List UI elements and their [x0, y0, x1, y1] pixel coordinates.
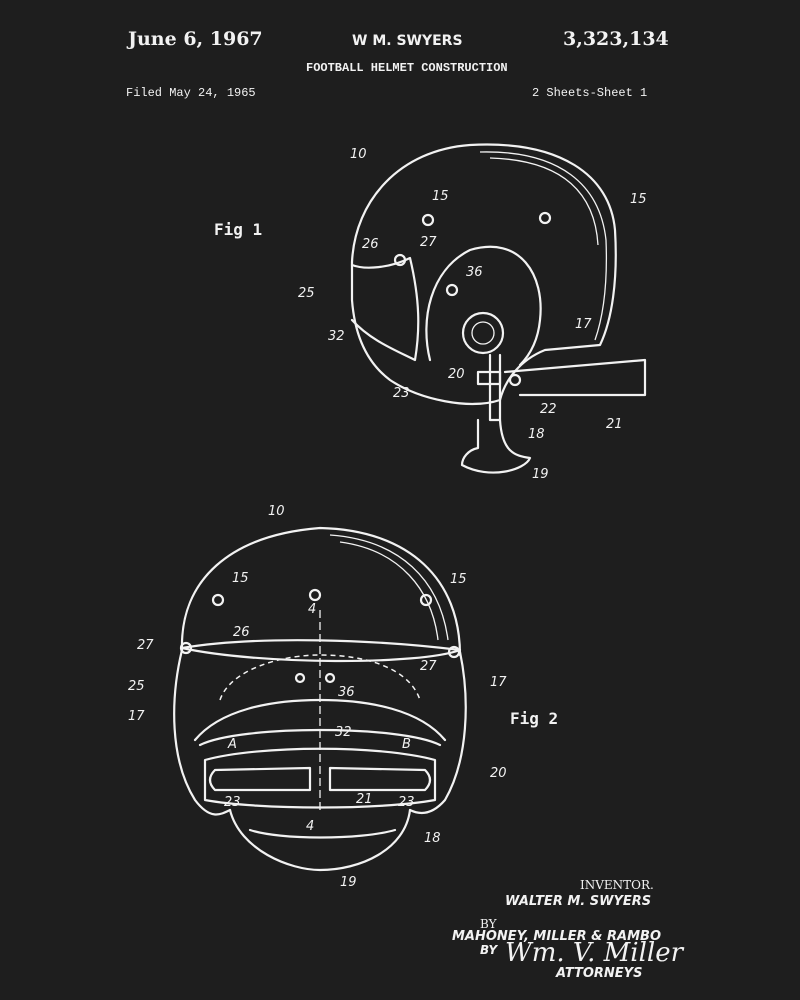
patent-number: 3,323,134: [563, 28, 669, 50]
reference-numeral: 36: [338, 685, 355, 700]
reference-numeral: 20: [448, 367, 465, 382]
reference-numeral: 27: [420, 235, 437, 250]
reference-numeral: 23: [224, 795, 241, 810]
reference-numeral: 15: [450, 572, 467, 587]
reference-numeral: 15: [630, 192, 647, 207]
reference-numeral: 19: [532, 467, 549, 482]
by-label-2: BY: [480, 943, 498, 957]
reference-numeral: 27: [137, 638, 154, 653]
reference-numeral: 10: [268, 504, 285, 519]
fig1-refs: 10 15 15 26 27 25 36 32 17 20 22 23 21 1…: [298, 147, 647, 482]
fig1-label: Fig 1: [214, 220, 262, 239]
reference-numeral: 4: [306, 819, 314, 834]
reference-numeral: B: [402, 737, 411, 752]
reference-numeral: 17: [490, 675, 507, 690]
reference-numeral: 18: [528, 427, 545, 442]
by-label-1: BY: [480, 917, 497, 931]
reference-numeral: 15: [232, 571, 249, 586]
reference-numeral: 26: [233, 625, 250, 640]
fig2-refs: 10 15 15 4 27 26 27 25 36 17 17 32 A B 2…: [128, 504, 507, 890]
reference-numeral: 32: [328, 329, 345, 344]
sheet-info: 2 Sheets-Sheet 1: [532, 86, 648, 100]
reference-numeral: 19: [340, 875, 357, 890]
reference-numeral: 17: [575, 317, 592, 332]
reference-numeral: 25: [298, 286, 315, 301]
figure-2: 10 15 15 4 27 26 27 25 36 17 17 32 A B 2…: [128, 504, 558, 890]
reference-numeral: 21: [356, 792, 373, 807]
reference-numeral: 36: [466, 265, 483, 280]
reference-numeral: A: [227, 737, 237, 752]
patent-title: FOOTBALL HELMET CONSTRUCTION: [306, 61, 508, 75]
reference-numeral: 18: [424, 831, 441, 846]
inventor-short: W M. SWYERS: [352, 33, 463, 49]
inventor-label: INVENTOR.: [580, 878, 654, 892]
reference-numeral: 17: [128, 709, 145, 724]
figure-1: 10 15 15 26 27 25 36 32 17 20 22 23 21 1…: [214, 143, 647, 482]
fig2-label: Fig 2: [510, 709, 558, 728]
inventor-name: WALTER M. SWYERS: [505, 894, 652, 909]
reference-numeral: 15: [432, 189, 449, 204]
attorney-signature: Wm. V. Miller: [505, 938, 684, 968]
reference-numeral: 20: [490, 766, 507, 781]
reference-numeral: 23: [393, 386, 410, 401]
reference-numeral: 10: [350, 147, 367, 162]
filed-date: Filed May 24, 1965: [126, 86, 256, 100]
reference-numeral: 32: [335, 725, 352, 740]
reference-numeral: 4: [308, 602, 316, 617]
attorney-firm: MAHONEY, MILLER & RAMBO: [452, 929, 662, 944]
reference-numeral: 26: [362, 237, 379, 252]
reference-numeral: 27: [420, 659, 437, 674]
attorneys-label: ATTORNEYS: [556, 966, 643, 981]
reference-numeral: 25: [128, 679, 145, 694]
reference-numeral: 21: [606, 417, 623, 432]
patent-date: June 6, 1967: [128, 28, 263, 50]
reference-numeral: 23: [398, 795, 415, 810]
reference-numeral: 22: [540, 402, 557, 417]
